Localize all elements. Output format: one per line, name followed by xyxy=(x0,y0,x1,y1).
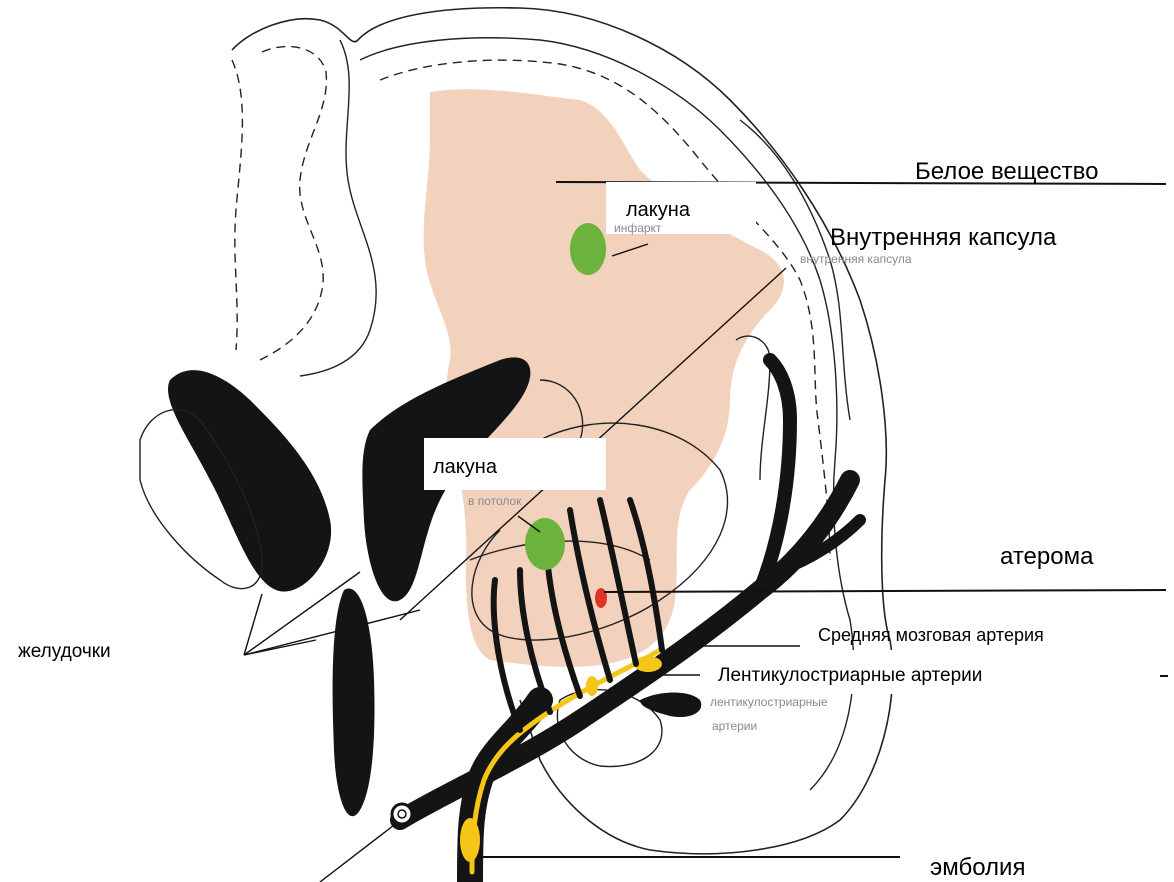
label-white-matter: Белое вещество xyxy=(915,160,1098,184)
label-middle-cerebral-artery: Средняя мозговая артерия xyxy=(818,626,1044,644)
cortex-dashed-left-2 xyxy=(232,60,242,350)
label-atheroma: атерома xyxy=(1000,545,1093,569)
label-lenticulostriate-arteries: Лентикулостриарные артерии xyxy=(718,666,982,685)
temporal-horn xyxy=(640,693,701,718)
embolus-blob-lower xyxy=(460,818,480,862)
leader-ventricles-a xyxy=(244,594,262,655)
faint-label-roof: в потолок xyxy=(468,495,521,507)
leader-atheroma xyxy=(604,590,1166,592)
faint-label-arteries: артерии xyxy=(712,720,757,732)
faint-label-lenticulostriate: лентикулостриарные xyxy=(710,696,828,708)
faint-label-infarct: инфаркт xyxy=(614,222,661,234)
label-embolism: эмболия xyxy=(930,856,1025,880)
midline-gyrus-left xyxy=(300,40,376,376)
label-internal-capsule: Внутренняя капсула xyxy=(830,226,1056,250)
label-ventricles: желудочки xyxy=(18,642,111,661)
vessel-cross-section xyxy=(392,804,412,824)
label-lacuna-top: лакуна xyxy=(626,200,690,220)
leader-cross-section xyxy=(320,822,398,882)
cortex-dashed-left xyxy=(260,46,326,360)
leader-ventricles-d xyxy=(244,610,420,655)
faint-label-internal-capsule: внутренняя капсула xyxy=(800,253,912,265)
label-lacuna-bottom: лакуна xyxy=(433,457,497,477)
embolus-blob-left xyxy=(586,676,598,696)
lacuna-top-marker xyxy=(570,223,606,275)
